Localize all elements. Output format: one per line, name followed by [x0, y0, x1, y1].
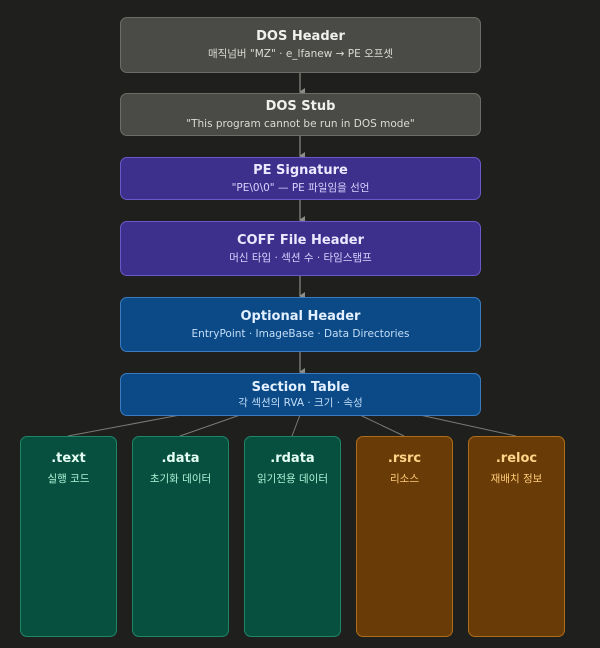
- pe-signature-block: PE Signature "PE\0\0" — PE 파일임을 선언: [120, 157, 481, 200]
- link-table-to-rdata: [291, 414, 301, 437]
- section-text-title: .text: [51, 451, 86, 466]
- link-table-to-data: [179, 414, 241, 437]
- optional-header-block: Optional Header EntryPoint · ImageBase ·…: [120, 297, 481, 352]
- section-reloc-title: .reloc: [495, 451, 538, 466]
- link-table-to-reloc: [419, 414, 517, 437]
- section-table-title: Section Table: [251, 379, 350, 395]
- section-text: .text 실행 코드: [20, 436, 117, 637]
- dos-stub-title: DOS Stub: [265, 98, 336, 114]
- optional-header-title: Optional Header: [240, 308, 361, 324]
- coff-header-block: COFF File Header 머신 타입 · 섹션 수 · 타임스탬프: [120, 221, 481, 276]
- optional-header-subtitle: EntryPoint · ImageBase · Data Directorie…: [191, 327, 410, 340]
- section-rsrc-subtitle: 리소스: [390, 473, 419, 485]
- coff-header-title: COFF File Header: [236, 232, 365, 248]
- section-rdata-title: .rdata: [270, 451, 315, 466]
- pe-signature-subtitle: "PE\0\0" — PE 파일임을 선언: [231, 181, 370, 194]
- link-table-to-rsrc: [359, 414, 405, 437]
- section-reloc-subtitle: 재배치 정보: [490, 473, 543, 485]
- pe-signature-title: PE Signature: [253, 162, 348, 178]
- coff-header-subtitle: 머신 타입 · 섹션 수 · 타임스탬프: [229, 251, 372, 264]
- section-rdata: .rdata 읽기전용 데이터: [244, 436, 341, 637]
- section-data-title: .data: [161, 451, 200, 466]
- section-rdata-subtitle: 읽기전용 데이터: [257, 473, 328, 485]
- dos-header-title: DOS Header: [256, 29, 345, 44]
- dos-stub-subtitle: "This program cannot be run in DOS mode": [186, 117, 415, 130]
- section-table-block: Section Table 각 섹션의 RVA · 크기 · 속성: [120, 373, 481, 416]
- section-data: .data 초기화 데이터: [132, 436, 229, 637]
- dos-stub-block: DOS Stub "This program cannot be run in …: [120, 93, 481, 136]
- section-text-subtitle: 실행 코드: [47, 473, 90, 485]
- section-data-subtitle: 초기화 데이터: [149, 473, 212, 485]
- section-table-subtitle: 각 섹션의 RVA · 크기 · 속성: [238, 396, 363, 409]
- link-table-to-text: [67, 414, 181, 437]
- section-rsrc-title: .rsrc: [387, 451, 422, 466]
- section-rsrc: .rsrc 리소스: [356, 436, 453, 637]
- dos-header-subtitle: 매직넘버 "MZ" · e_lfanew → PE 오프셋: [207, 48, 394, 60]
- section-reloc: .reloc 재배치 정보: [468, 436, 565, 637]
- dos-header-block: DOS Header 매직넘버 "MZ" · e_lfanew → PE 오프셋: [120, 17, 481, 73]
